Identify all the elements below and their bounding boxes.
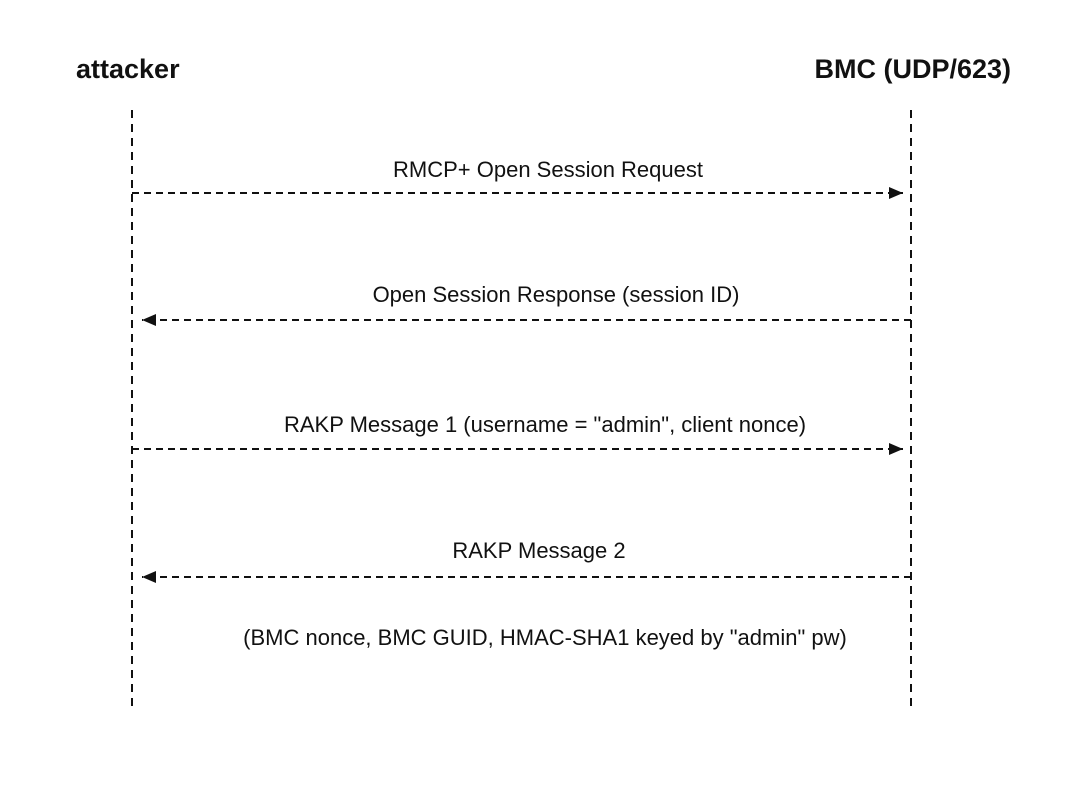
message-label-3: RAKP Message 1 (username = "admin", clie… bbox=[283, 412, 807, 437]
message-label-2: Open Session Response (session ID) bbox=[372, 282, 740, 307]
message-label-4: RAKP Message 2 bbox=[452, 538, 626, 563]
actor-bmc-label: BMC (UDP/623) bbox=[814, 54, 1011, 84]
message-note: (BMC nonce, BMC GUID, HMAC-SHA1 keyed by… bbox=[243, 625, 847, 650]
actor-attacker-label: attacker bbox=[76, 54, 180, 84]
message-label-1: RMCP+ Open Session Request bbox=[393, 157, 703, 182]
